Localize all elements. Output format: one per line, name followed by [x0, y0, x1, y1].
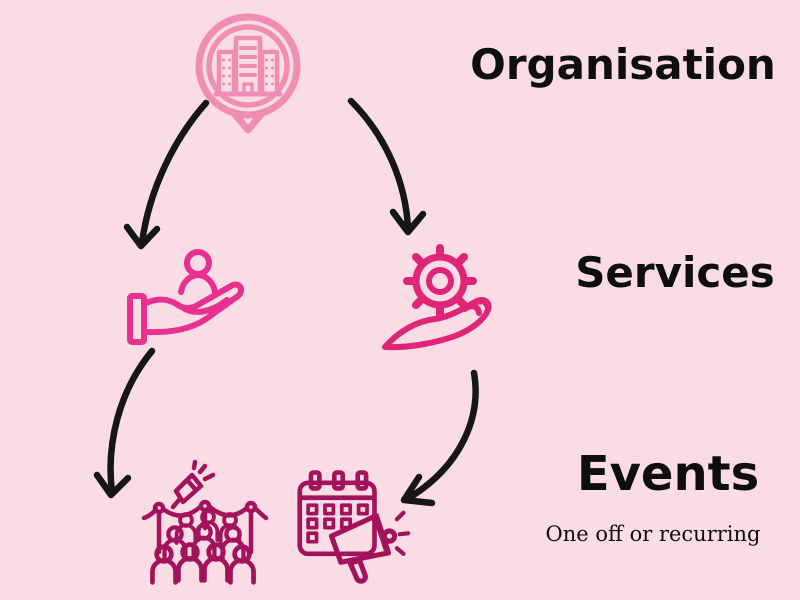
arrow-gear-hand-to-calendar	[400, 369, 479, 507]
arrow-organisation-to-person-hand	[123, 99, 210, 250]
organisation-label: Organisation	[470, 40, 776, 89]
calendar-megaphone-icon	[294, 466, 412, 584]
arrow-person-hand-to-crowd	[93, 347, 156, 499]
megaphone-icon	[328, 510, 411, 584]
hand-holding-person-icon	[127, 248, 250, 348]
arrow-organisation-to-gear-hand	[347, 97, 427, 236]
hand-holding-gear-icon	[382, 244, 501, 355]
building-location-pin-icon	[192, 8, 304, 136]
audience-crowd-icon	[141, 459, 269, 584]
events-label: Events	[576, 446, 760, 502]
events-subtitle: One off or recurring	[545, 522, 761, 546]
mini-megaphone-icon	[170, 459, 216, 510]
services-label: Services	[575, 248, 775, 297]
